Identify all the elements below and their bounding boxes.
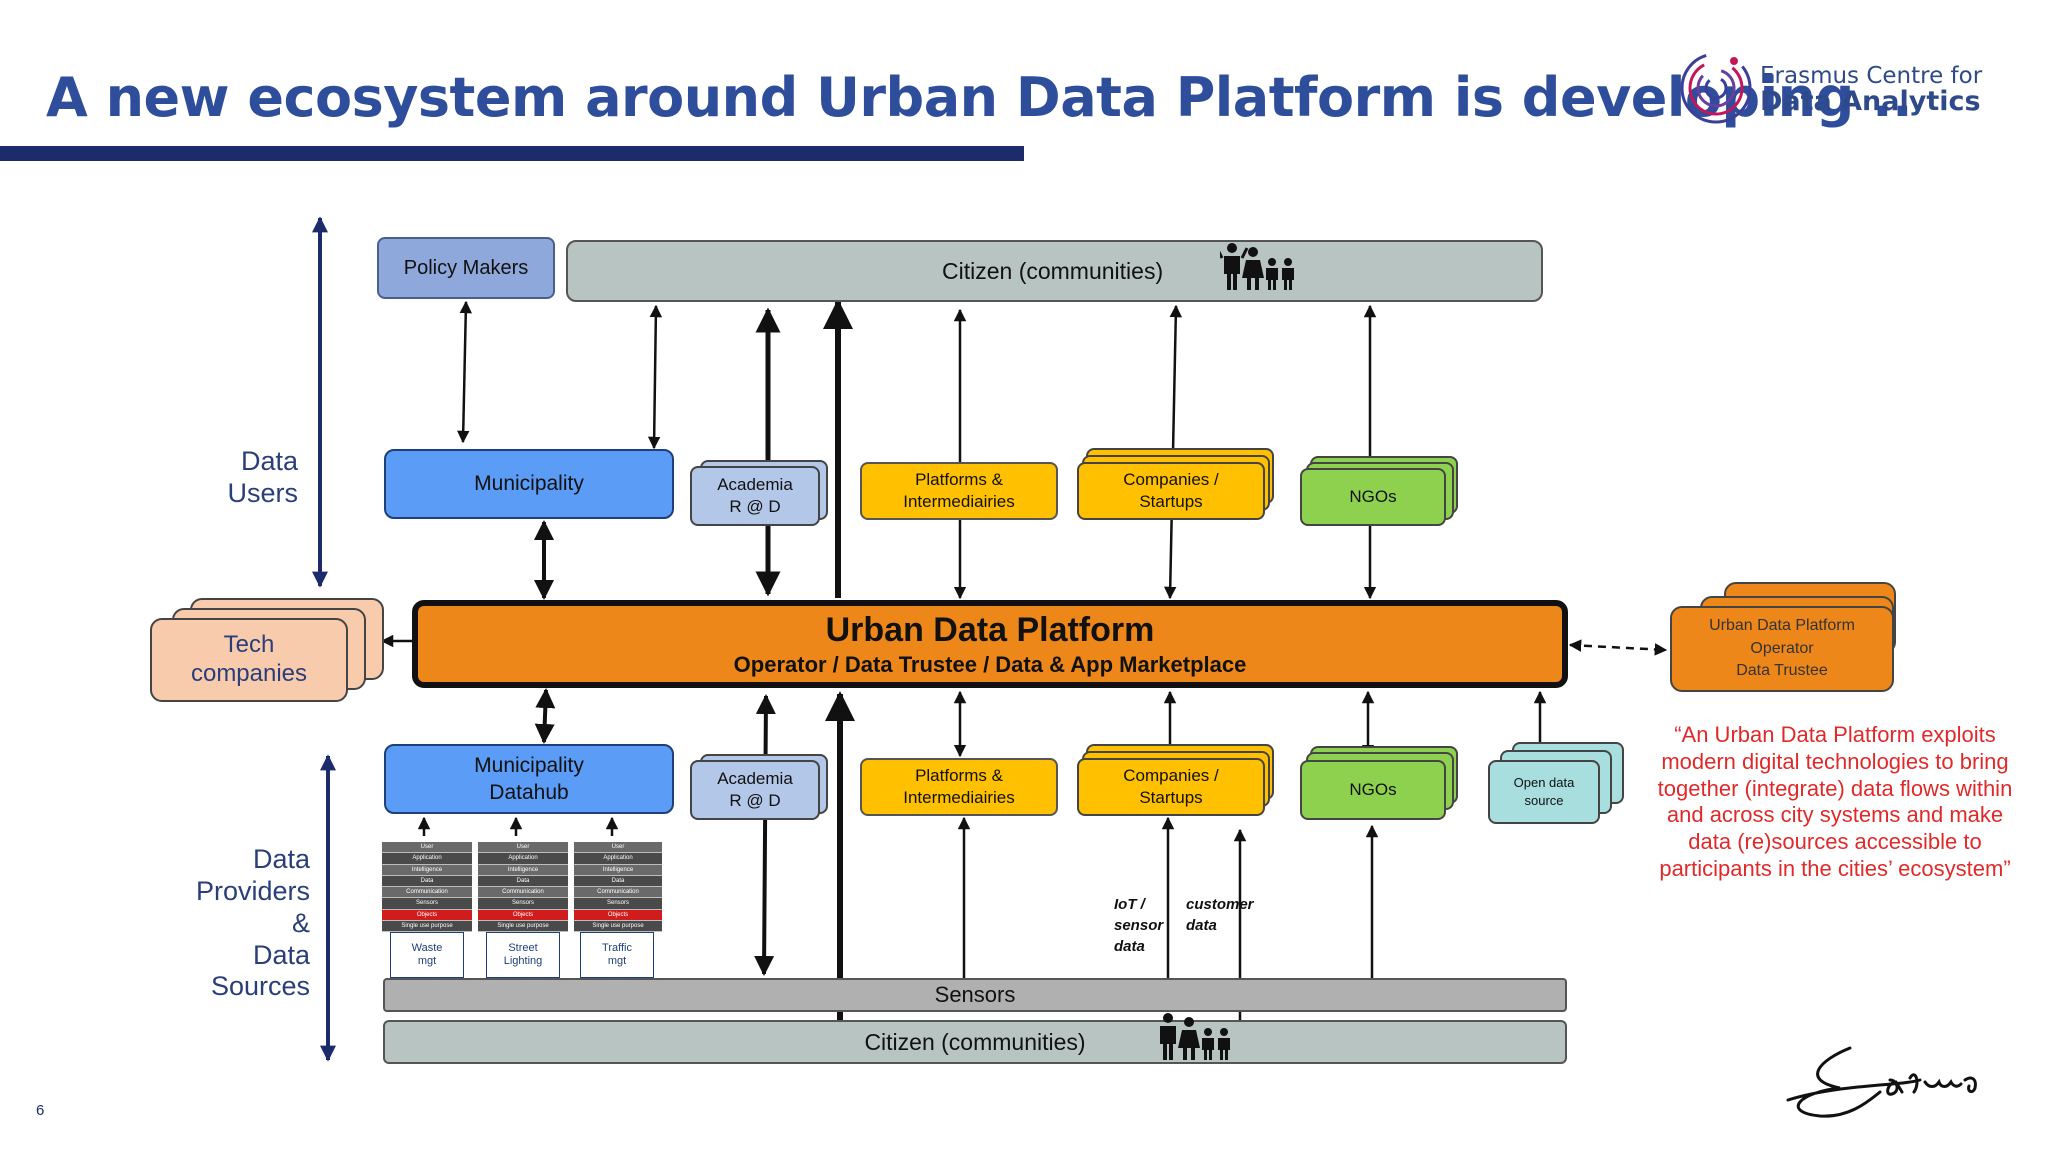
erasmus-logo-icon [1680,52,1752,124]
stack-layer: Sensors [382,898,472,909]
ngos-bottom-box: NGOs [1300,760,1446,820]
stack-layer: Objects [574,909,662,920]
urban-data-platform-box: Urban Data Platform Operator / Data Trus… [412,600,1568,688]
stack-layer: Communication [382,887,472,898]
stack-layer: Data [478,875,568,886]
academia-top-box: Academia R @ D [690,466,820,526]
policy-makers-box: Policy Makers [377,237,555,299]
arrow-citizen-municipality [647,304,663,450]
arrow-platform-datahub [534,688,556,744]
stack-layer: Single use purpose [574,920,662,931]
platform-subtitle: Operator / Data Trustee / Data & App Mar… [733,651,1247,677]
family-icon [1220,243,1294,290]
stack-layer: Objects [478,909,568,920]
stack-layer: Objects [382,909,472,920]
stack-label-waste: Waste mgt [390,932,464,978]
municipality-datahub-box: Municipality Datahub [384,744,674,814]
stack-layer: Application [382,853,472,864]
citizen-bottom-bar: Citizen (communities) [383,1020,1567,1064]
citizen-top-label: Citizen (communities) [942,257,1164,284]
erasmus-signature-logo [1786,1046,1977,1118]
platforms-bottom-box: Platforms & Intermediairies [860,758,1058,816]
customer-data-tag: customer data [1186,896,1254,934]
arrow-platform-academia [754,694,776,976]
stack-layer: Single use purpose [478,920,568,931]
companies-bottom-box: Companies / Startups [1077,758,1265,816]
stack-layer: Intelligence [574,864,662,875]
stack-layer: User [574,842,662,853]
logo-line-1: Erasmus Centre for [1760,63,1983,89]
title-underline [0,146,1024,161]
iot-sensor-data-tag: IoT / sensor data [1114,896,1164,955]
platforms-top-box: Platforms & Intermediairies [860,462,1058,520]
sensors-bar: Sensors [383,978,1567,1012]
stack-layer: Application [478,853,568,864]
slide-title: A new ecosystem around Urban Data Platfo… [46,66,1913,129]
stack-label-traffic: Traffic mgt [580,932,654,978]
logo-line-2: Data Analytics [1760,86,1981,118]
data-providers-label: Data Providers & Data Sources [195,844,310,1002]
academia-bottom-box: Academia R @ D [690,760,820,820]
stack-layer: Data [382,875,472,886]
ngos-top-box: NGOs [1300,468,1446,526]
municipality-box: Municipality [384,449,674,519]
logo-text: Erasmus Centre for Data Analytics [1760,64,1982,116]
stack-layer: Communication [574,887,662,898]
family-icon-bottom [1160,1013,1230,1060]
stack-layer: Sensors [574,898,662,909]
stack-layer: Data [574,875,662,886]
stack-layer: Intelligence [382,864,472,875]
stack-layer: Single use purpose [382,920,472,931]
quote-text: “An Urban Data Platform exploits modern … [1657,722,2013,882]
arrow-platform-operator [1568,639,1668,656]
page-number: 6 [36,1102,45,1119]
arrow-policy-municipality [456,300,473,444]
platform-title: Urban Data Platform [825,610,1155,649]
stack-layer: Intelligence [478,864,568,875]
citizen-top-box: Citizen (communities) [566,240,1543,302]
companies-top-box: Companies / Startups [1077,462,1265,520]
data-users-label: Data Users [227,446,298,508]
tech-companies-box: Tech companies [150,618,348,702]
open-data-box: Open data source [1488,760,1600,824]
stack-layer: User [382,842,472,853]
stack-layer: Application [574,853,662,864]
stack-label-lighting: Street Lighting [486,932,560,978]
stack-layer: User [478,842,568,853]
operator-box: Urban Data Platform Operator Data Truste… [1670,606,1894,692]
stack-layer: Communication [478,887,568,898]
stack-layer: Sensors [478,898,568,909]
